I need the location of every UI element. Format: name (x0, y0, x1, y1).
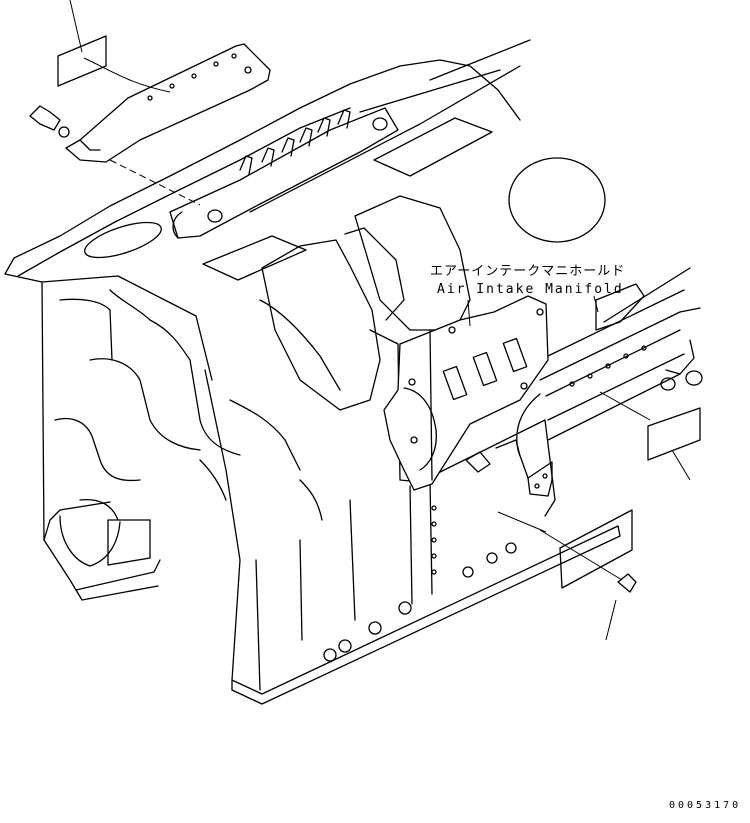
part-name-jp: エアーインテークマニホールド (430, 264, 626, 279)
label-plate-top (57, 0, 171, 93)
part-name-en: Air Intake Manifold (437, 282, 624, 297)
rivet (539, 529, 637, 641)
injector-pipes (239, 109, 351, 175)
intake-heater-rail (539, 267, 703, 441)
drawing-code: 00053170 (669, 800, 742, 811)
support-bracket (516, 393, 553, 497)
callout-leader (593, 295, 599, 313)
air-intake-manifold (383, 295, 549, 491)
label-plate-right (599, 391, 701, 481)
fuel-injection-pump (169, 107, 399, 239)
bolt (29, 105, 70, 138)
upper-bracket (65, 43, 271, 206)
callout-leader (467, 299, 471, 327)
nameplate-bottom (497, 509, 633, 589)
